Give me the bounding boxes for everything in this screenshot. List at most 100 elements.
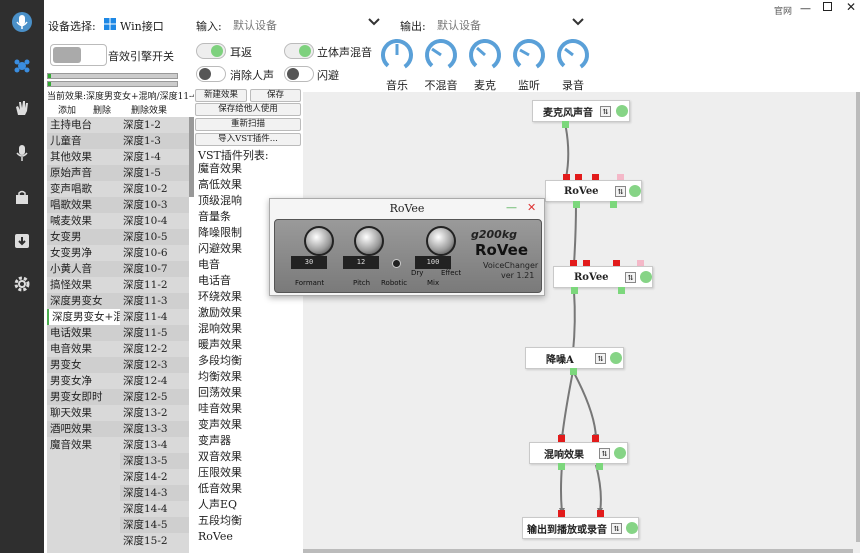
rovee2-input-pin-4[interactable] xyxy=(637,260,644,267)
close-window-icon[interactable]: ✕ xyxy=(846,0,857,14)
record-volume-knob[interactable]: 录音 xyxy=(555,38,591,93)
vst-plugin-item[interactable]: 回荡效果 xyxy=(198,386,242,399)
add-preset-button[interactable]: 添加 xyxy=(58,106,77,116)
rovee2-status-dot[interactable] xyxy=(640,271,652,283)
vst-plugin-item[interactable]: 压限效果 xyxy=(198,466,242,479)
vst-plugin-item[interactable]: 激励效果 xyxy=(198,306,242,319)
depth-list-item[interactable]: 深度13-4 xyxy=(123,439,168,451)
save-for-others-button[interactable]: 保存给他人使用 xyxy=(195,103,301,116)
rovee1-input-pin-4[interactable] xyxy=(617,174,624,181)
reverb-status-dot[interactable] xyxy=(614,447,626,459)
device-select-value[interactable]: Win接口 xyxy=(120,20,164,33)
vocal-remove-toggle[interactable] xyxy=(196,66,226,82)
preset-list-item[interactable]: 魔音效果 xyxy=(50,439,92,451)
pitch-knob[interactable] xyxy=(354,226,384,256)
depth-list-item[interactable]: 深度10-4 xyxy=(123,215,168,227)
rovee2-input-pin-1[interactable] xyxy=(570,260,577,267)
vst-plugin-item[interactable]: 均衡效果 xyxy=(198,370,242,383)
preset-list-item[interactable]: 喊麦效果 xyxy=(50,215,92,227)
rescan-button[interactable]: 重新扫描 xyxy=(195,118,301,131)
depth-list-item[interactable]: 深度12-3 xyxy=(120,357,189,373)
preset-list-item[interactable]: 变声唱歌 xyxy=(50,183,92,195)
output-node[interactable]: 输出到播放或录音 ⇅ xyxy=(522,517,639,539)
reverb-swap-icon[interactable]: ⇅ xyxy=(599,448,610,459)
vst-plugin-item[interactable]: 顶级混响 xyxy=(198,194,242,207)
plugin-close-icon[interactable]: ✕ xyxy=(527,201,537,214)
depth-list-item[interactable]: 深度14-2 xyxy=(123,471,168,483)
mic-node-output-pin[interactable] xyxy=(562,121,569,128)
effects-nav-icon[interactable] xyxy=(0,49,44,83)
vst-plugin-item[interactable]: 电音 xyxy=(198,258,220,271)
depth-list-item[interactable]: 深度12-5 xyxy=(120,389,189,405)
vst-plugin-item[interactable]: 音量条 xyxy=(198,210,231,223)
depth-list-item[interactable]: 深度10-2 xyxy=(123,183,168,195)
minimize-window-icon[interactable]: — xyxy=(800,2,811,15)
depth-list-item[interactable]: 深度11-5 xyxy=(120,325,189,341)
monitor-volume-knob[interactable]: 监听 xyxy=(511,38,547,93)
reverb-node[interactable]: 混响效果 ⇅ xyxy=(529,442,628,464)
denoise-output-pin-1[interactable] xyxy=(570,368,577,375)
preset-list-item[interactable]: 电音效果 xyxy=(50,343,92,355)
preset-list-item[interactable]: 唱歌效果 xyxy=(47,197,120,213)
output-input-pin-2[interactable] xyxy=(597,510,604,517)
output-chevron-down-icon[interactable] xyxy=(572,18,584,29)
settings-gear-icon[interactable] xyxy=(0,267,44,301)
official-site-link[interactable]: 官网 xyxy=(774,7,793,17)
output-status-dot[interactable] xyxy=(626,522,638,534)
preset-list-item[interactable]: 男变女 xyxy=(47,357,120,373)
preset-list-item[interactable]: 小黄人音 xyxy=(47,261,120,277)
vst-plugin-item[interactable]: 多段均衡 xyxy=(198,354,242,367)
vst-plugin-item[interactable]: 双音效果 xyxy=(198,450,242,463)
vst-plugin-item[interactable]: 高低效果 xyxy=(198,178,242,191)
vst-plugin-item[interactable]: 哇音效果 xyxy=(198,402,242,415)
preset-list-item[interactable]: 男变女净 xyxy=(50,375,92,387)
nomix-volume-knob[interactable]: 不混音 xyxy=(423,38,459,93)
depth-list-item[interactable]: 深度10-3 xyxy=(120,197,189,213)
hand-wave-icon[interactable] xyxy=(0,91,44,125)
engine-switch[interactable] xyxy=(50,44,107,66)
preset-list-item[interactable]: 其他效果 xyxy=(50,151,92,163)
vst-plugin-item[interactable]: 闪避效果 xyxy=(198,242,242,255)
rovee1-input-pin-1[interactable] xyxy=(563,174,570,181)
rovee1-input-pin-3[interactable] xyxy=(592,174,599,181)
mic-volume-knob[interactable]: 麦克 xyxy=(467,38,503,93)
preset-list-item[interactable]: 电话效果 xyxy=(47,325,120,341)
preset-list-item[interactable]: 女变男 xyxy=(47,229,120,245)
preset-list-item[interactable]: 主持电台 xyxy=(50,119,92,131)
preset-list-item[interactable]: 男变女即时 xyxy=(47,389,120,405)
depth-list-item[interactable]: 深度13-5 xyxy=(120,453,189,469)
depth-list-item[interactable]: 深度1-5 xyxy=(120,165,189,181)
canvas-vertical-scrollbar[interactable] xyxy=(856,92,860,542)
vst-plugin-item[interactable]: 变声器 xyxy=(198,434,231,447)
preset-list-item[interactable]: 女变男净 xyxy=(50,247,92,259)
depth-list-item[interactable]: 深度13-3 xyxy=(120,421,189,437)
delete-effect-button[interactable]: 删除效果 xyxy=(131,106,168,116)
preset-list-item[interactable]: 深度男变女+混响 xyxy=(47,309,120,325)
vst-plugin-item[interactable]: 变声效果 xyxy=(198,418,242,431)
preset-list-item[interactable]: 搞怪效果 xyxy=(50,279,92,291)
vst-plugin-item[interactable]: 人声EQ xyxy=(198,498,238,511)
rovee1-output-pin-1[interactable] xyxy=(573,201,580,208)
input-chevron-down-icon[interactable] xyxy=(368,18,380,29)
depth-list-item[interactable]: 深度11-4 xyxy=(123,311,168,323)
microphone-nav-icon[interactable] xyxy=(0,136,44,170)
depth-list-item[interactable]: 深度1-2 xyxy=(123,119,161,131)
robotic-switch[interactable] xyxy=(392,259,401,268)
preset-list-item[interactable]: 酒吧效果 xyxy=(47,421,120,437)
vst-plugin-item[interactable]: 环绕效果 xyxy=(198,290,242,303)
preset-list-item[interactable]: 聊天效果 xyxy=(50,407,92,419)
vst-plugin-item[interactable]: 暖声效果 xyxy=(198,338,242,351)
rovee1-output-pin-2[interactable] xyxy=(610,201,617,208)
depth-list-item[interactable]: 深度14-4 xyxy=(123,503,168,515)
reverb-input-pin-2[interactable] xyxy=(592,435,599,442)
save-button[interactable]: 保存 xyxy=(250,89,301,102)
rovee1-swap-icon[interactable]: ⇅ xyxy=(615,186,626,197)
download-icon[interactable] xyxy=(0,224,44,258)
depth-list-item[interactable]: 深度1-4 xyxy=(123,151,161,163)
canvas-horizontal-scrollbar[interactable] xyxy=(303,549,853,553)
output-device-select[interactable]: 默认设备 xyxy=(437,19,481,32)
preset-list-item[interactable]: 原始声音 xyxy=(47,165,120,181)
depth-list-item[interactable]: 深度11-3 xyxy=(120,293,189,309)
depth-list-item[interactable]: 深度11-2 xyxy=(123,279,168,291)
plugin-minimize-icon[interactable]: — xyxy=(506,201,517,214)
